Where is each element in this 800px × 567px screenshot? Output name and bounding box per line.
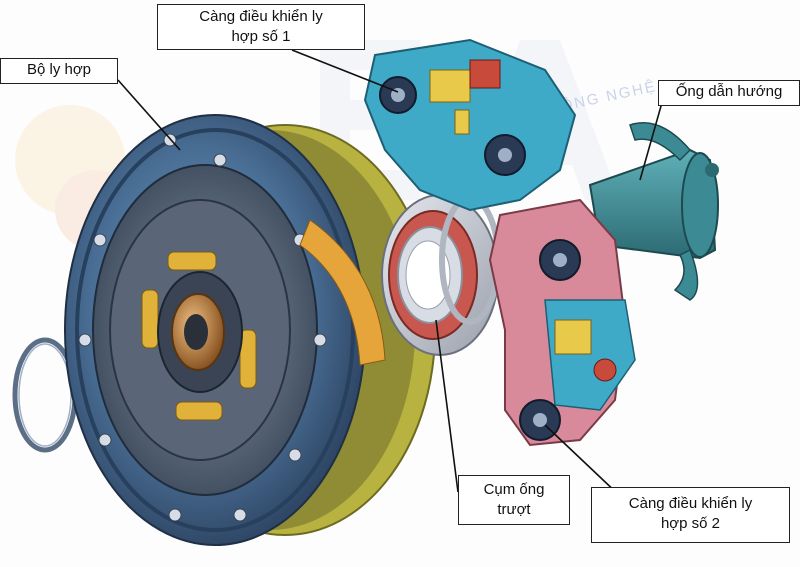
label-guide-tube-text: Ống dẫn hướng: [675, 83, 783, 100]
label-fork-2-line1: Càng điều khiển ly: [628, 495, 753, 512]
leader-fork-1: [291, 49, 399, 93]
fork-2: [488, 198, 636, 447]
leader-guide-tube: [639, 91, 666, 181]
guide-tube: [588, 122, 719, 301]
label-fork-2-line2: hợp số 2: [660, 515, 721, 532]
label-fork-1: Càng điều khiển ly hợp số 1: [157, 4, 365, 50]
leader-lines: [117, 49, 666, 497]
fork-1: [363, 38, 577, 212]
label-slide-sleeve: Cụm ống trượt: [458, 475, 570, 525]
label-clutch-pack-text: Bộ ly hợp: [26, 61, 92, 78]
leader-clutch-pack: [117, 79, 181, 151]
rim-bolts: [78, 133, 327, 522]
clutch-pack: [64, 114, 436, 546]
label-fork-2: Càng điều khiển ly hợp số 2: [591, 487, 790, 543]
label-guide-tube: Ống dẫn hướng: [658, 80, 800, 106]
clutch-springs: [141, 251, 257, 421]
label-fork-1-line1: Càng điều khiển ly: [199, 8, 323, 25]
leader-fork-2: [544, 424, 621, 497]
label-clutch-pack: Bộ ly hợp: [0, 58, 118, 84]
leader-slide-sleeve: [435, 319, 459, 493]
label-slide-sleeve-line2: trượt: [497, 501, 531, 518]
label-fork-1-line2: hợp số 1: [231, 28, 291, 45]
slide-sleeve-assembly: [381, 194, 501, 356]
label-slide-sleeve-line1: Cụm ống: [483, 481, 545, 498]
